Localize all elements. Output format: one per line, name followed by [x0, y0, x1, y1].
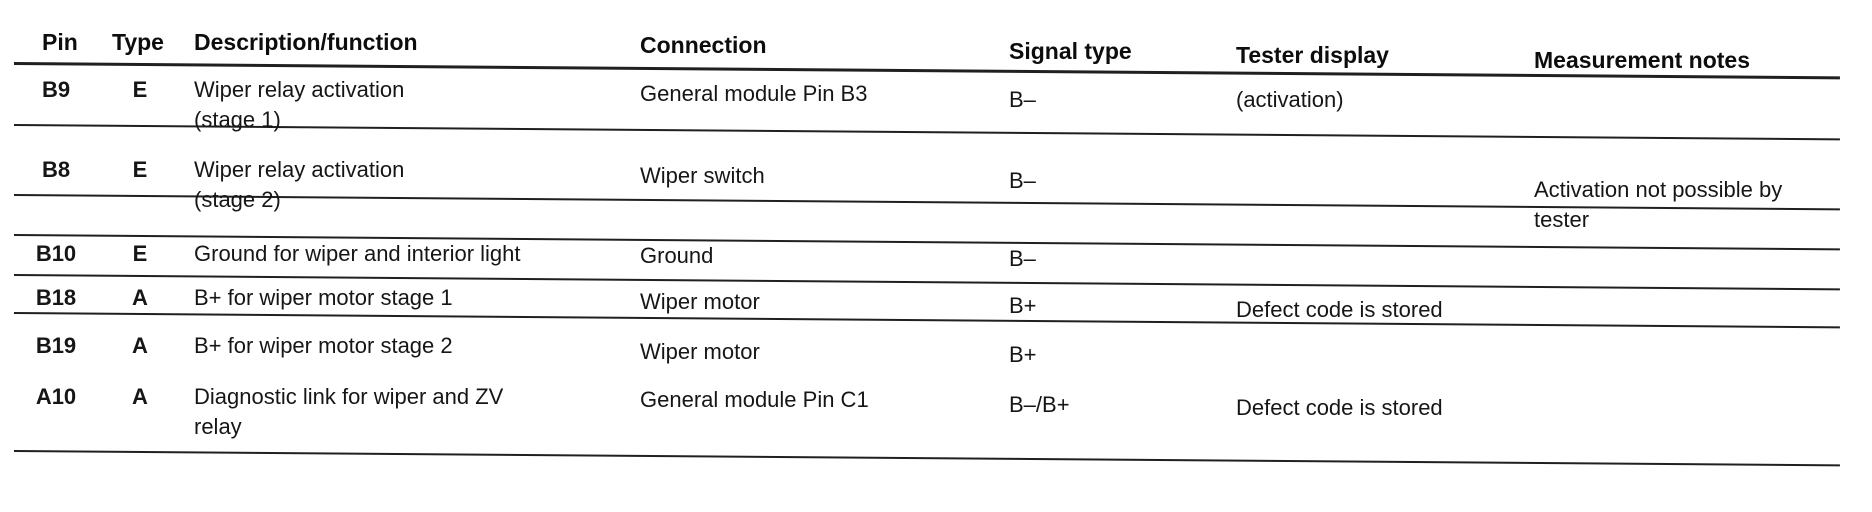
table-row-5-connection: Wiper motor [640, 339, 760, 364]
header-description: Description/function [194, 29, 418, 55]
table-row-2-description-line-2: (stage 2) [194, 187, 281, 212]
table-bottom-rule [13, 450, 1840, 467]
row-divider-1 [13, 124, 1840, 141]
table-row-1-signal: B– [1009, 87, 1036, 112]
header-tester-display: Tester display [1236, 42, 1389, 68]
header-pin: Pin [42, 29, 78, 55]
table-row-5-type: A [132, 333, 148, 358]
table-row-4-signal: B+ [1009, 293, 1037, 318]
table-row-1-pin: B9 [41, 77, 71, 102]
table-row-3-connection: Ground [640, 243, 714, 268]
header-connection: Connection [640, 32, 767, 58]
table-row-6-description-line-2: relay [194, 414, 242, 439]
table-row-4-tester-display: Defect code is stored [1236, 297, 1443, 322]
table-row-1-connection: General module Pin B3 [640, 81, 868, 106]
table-row-2-connection: Wiper switch [640, 163, 765, 188]
table-row-4-type: A [132, 285, 148, 310]
table-row-2-signal: B– [1009, 168, 1036, 193]
table-row-6-description-line-1: Diagnostic link for wiper and ZV [194, 384, 504, 409]
row-divider-5 [13, 312, 1840, 329]
header-type: Type [112, 29, 164, 55]
table-row-2-notes-line-2: tester [1534, 207, 1590, 232]
header-signal-type: Signal type [1009, 38, 1132, 64]
table-row-6-connection: General module Pin C1 [640, 387, 869, 412]
table-row-1-tester-display: (activation) [1236, 87, 1344, 112]
table-row-2-notes-line-1: Activation not possible by [1534, 177, 1783, 202]
table-row-6-signal: B–/B+ [1009, 392, 1070, 417]
table-row-4-connection: Wiper motor [640, 289, 760, 314]
table-row-4-pin: B18 [35, 285, 77, 310]
table-row-3-type: E [132, 241, 148, 266]
table-row-6-type: A [132, 384, 148, 409]
table-row-5-signal: B+ [1009, 342, 1037, 367]
table-row-3-description-line-1: Ground for wiper and interior light [194, 241, 521, 266]
table-row-1-description-line-1: Wiper relay activation [194, 77, 405, 102]
table-row-5-description-line-1: B+ for wiper motor stage 2 [194, 333, 453, 358]
table-row-2-description-line-1: Wiper relay activation [194, 157, 405, 182]
table-row-1-type: E [132, 77, 148, 102]
table-row-2-type: E [132, 157, 148, 182]
table-row-6-pin: A10 [35, 384, 77, 409]
table-row-1-description-line-2: (stage 1) [194, 107, 281, 132]
header-measurement-notes: Measurement notes [1534, 47, 1751, 73]
table-row-6-tester-display: Defect code is stored [1236, 395, 1443, 420]
table-row-3-signal: B– [1009, 246, 1036, 271]
table-row-2-pin: B8 [41, 157, 71, 182]
table-row-5-pin: B19 [35, 333, 77, 358]
table-row-3-pin: B10 [35, 241, 77, 266]
table-row-4-description-line-1: B+ for wiper motor stage 1 [194, 285, 453, 310]
